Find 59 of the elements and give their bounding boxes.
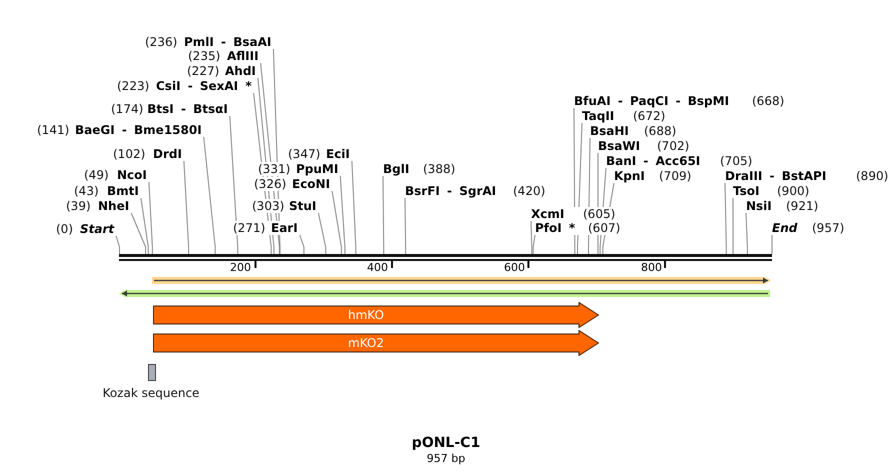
site-label: (174) BtsI - BtsαI <box>111 102 230 116</box>
site-label: DraIII - BstAPI (890) <box>725 169 888 183</box>
leader-line <box>229 116 238 254</box>
feature-bar <box>153 330 599 356</box>
ruler-label: 400 <box>367 260 388 274</box>
leader-line <box>183 160 190 254</box>
sequence-end-label: (0) Start <box>56 222 116 236</box>
site-label: (331) PpuMI <box>258 162 340 176</box>
sequence-length: 957 bp <box>426 452 466 466</box>
leader-line <box>299 234 304 254</box>
site-label: (141) BaeGI - Bme1580I <box>37 123 204 137</box>
site-label: (236) PmlI - BsaAI <box>145 35 274 49</box>
site-label: BfuAI - PaqCI - BspMI (668) <box>574 94 784 108</box>
map-title: pONL-C1 <box>412 434 480 452</box>
leader-line <box>724 182 727 254</box>
leader-line <box>116 236 120 254</box>
ruler-label: 200 <box>230 260 251 274</box>
site-label: (347) EciI <box>288 147 352 161</box>
leader-line <box>318 212 326 254</box>
site-label: TaqII (672) <box>582 109 666 123</box>
site-label: (102) DrdI <box>113 147 184 161</box>
leader-line <box>203 136 216 254</box>
site-label: (227) AhdI <box>187 64 258 78</box>
leader-line <box>532 234 536 254</box>
leader-line <box>340 176 346 254</box>
sequence-end-label: End (957) <box>772 221 844 235</box>
feature-label: mKO2 <box>347 335 385 352</box>
ruler-label: 600 <box>504 260 525 274</box>
site-label: KpnI (709) <box>614 169 692 183</box>
leader-line <box>530 220 532 254</box>
leader-line <box>732 198 734 254</box>
site-label: BsaHI (688) <box>590 124 676 138</box>
site-label: TsoI (900) <box>733 184 810 198</box>
sequence-bar <box>119 254 772 261</box>
leader-line <box>351 160 356 254</box>
site-label: (271) EarI <box>233 221 300 235</box>
leader-line <box>404 198 406 254</box>
leader-line <box>332 190 342 254</box>
site-label: NsiI (921) <box>746 199 818 213</box>
leader-line <box>148 182 153 254</box>
site-label: (43) BmtI <box>74 184 141 198</box>
feature-label: hmKO <box>347 307 385 324</box>
ruler-label: 800 <box>641 260 662 274</box>
leader-line <box>140 198 149 254</box>
leader-line <box>130 212 146 254</box>
site-label: XcmI (605) <box>531 207 616 221</box>
site-label: (223) CsiI - SexAI * <box>117 79 254 93</box>
site-label: BglI (388) <box>383 162 456 176</box>
site-label: PfoI * (607) <box>535 221 620 235</box>
site-label: BanI - Acc65I (705) <box>606 154 752 168</box>
site-label: (303) StuI <box>252 199 318 213</box>
site-label: (49) NcoI <box>84 168 149 182</box>
leader-line <box>382 176 384 254</box>
site-label: BsaWI (702) <box>598 139 690 153</box>
site-label: BsrFI - SgrAI (420) <box>405 184 546 198</box>
feature-label: Kozak sequence <box>102 386 200 401</box>
site-label: (39) NheI <box>66 199 132 213</box>
leader-line <box>746 212 748 254</box>
feature-bar <box>153 302 599 328</box>
